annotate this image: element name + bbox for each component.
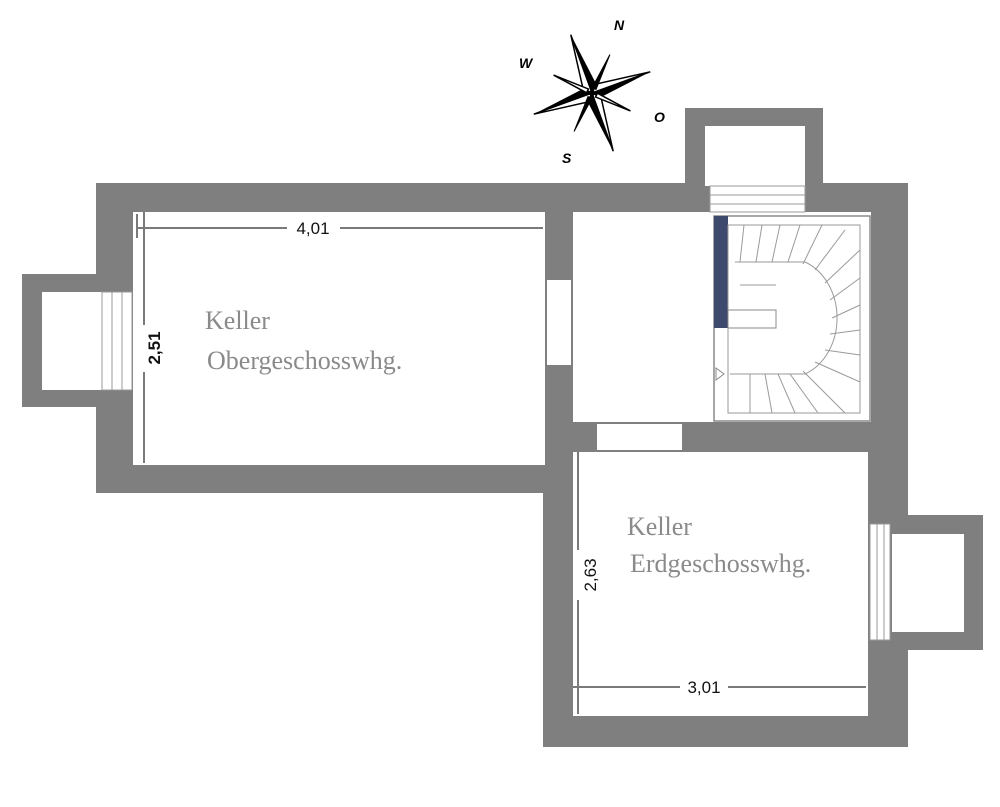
dimension-lines <box>136 212 866 714</box>
room-upper-apartment-cellar <box>133 212 545 465</box>
north-light-well <box>705 126 805 186</box>
dim-lower-width: 3,01 <box>687 678 720 697</box>
door-opening-upper <box>547 280 571 365</box>
room-ground-apartment-cellar <box>573 452 868 716</box>
room-label-upper-line2: Obergeschosswhg. <box>207 346 402 375</box>
room-label-upper-line1: Keller <box>205 306 270 335</box>
room-label-lower-line2: Erdgeschosswhg. <box>630 549 811 578</box>
windows <box>101 185 891 641</box>
compass-south: S <box>562 150 572 166</box>
west-light-well <box>42 292 102 390</box>
dim-upper-width: 4,01 <box>296 219 329 238</box>
compass-west: W <box>519 55 534 71</box>
dim-lower-height: 2,63 <box>581 558 600 591</box>
window-north <box>709 185 806 213</box>
staircase <box>713 215 871 422</box>
window-east <box>869 523 891 641</box>
compass-north: N <box>614 17 625 33</box>
dim-upper-height: 2,51 <box>145 331 164 364</box>
room-label-lower-line1: Keller <box>627 512 692 541</box>
light-wells <box>42 126 964 632</box>
compass-east: O <box>654 109 665 125</box>
east-light-well <box>892 534 964 632</box>
door-opening-lower <box>597 424 682 450</box>
compass-rose-icon <box>533 34 651 152</box>
stair-handrail <box>714 216 728 328</box>
window-west <box>101 291 133 391</box>
